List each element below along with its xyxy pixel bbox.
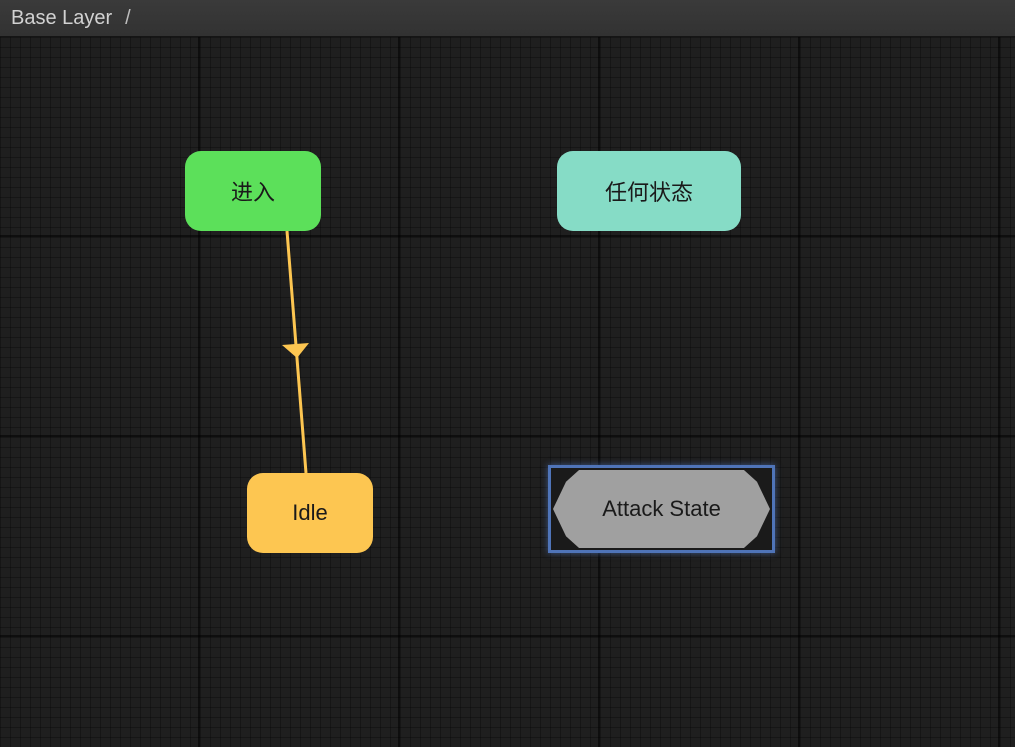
state-node-idle-label: Idle [292, 500, 328, 525]
state-node-idle[interactable]: Idle [247, 473, 373, 553]
state-node-attack[interactable]: Attack State [553, 470, 770, 548]
breadcrumb-layer[interactable]: Base Layer [11, 6, 113, 29]
breadcrumb-separator: / [125, 6, 131, 29]
state-node-entry-label: 进入 [230, 180, 275, 205]
state-node-attack-label: Attack State [602, 496, 721, 521]
state-machine-canvas[interactable] [0, 37, 1015, 747]
state-node-any-state-label: 任何状态 [604, 180, 693, 205]
state-node-attack-selected[interactable]: Attack State [548, 465, 775, 553]
state-node-any-state[interactable]: 任何状态 [557, 151, 741, 231]
state-node-entry[interactable]: 进入 [185, 151, 321, 231]
breadcrumb: Base Layer / [0, 0, 1015, 37]
